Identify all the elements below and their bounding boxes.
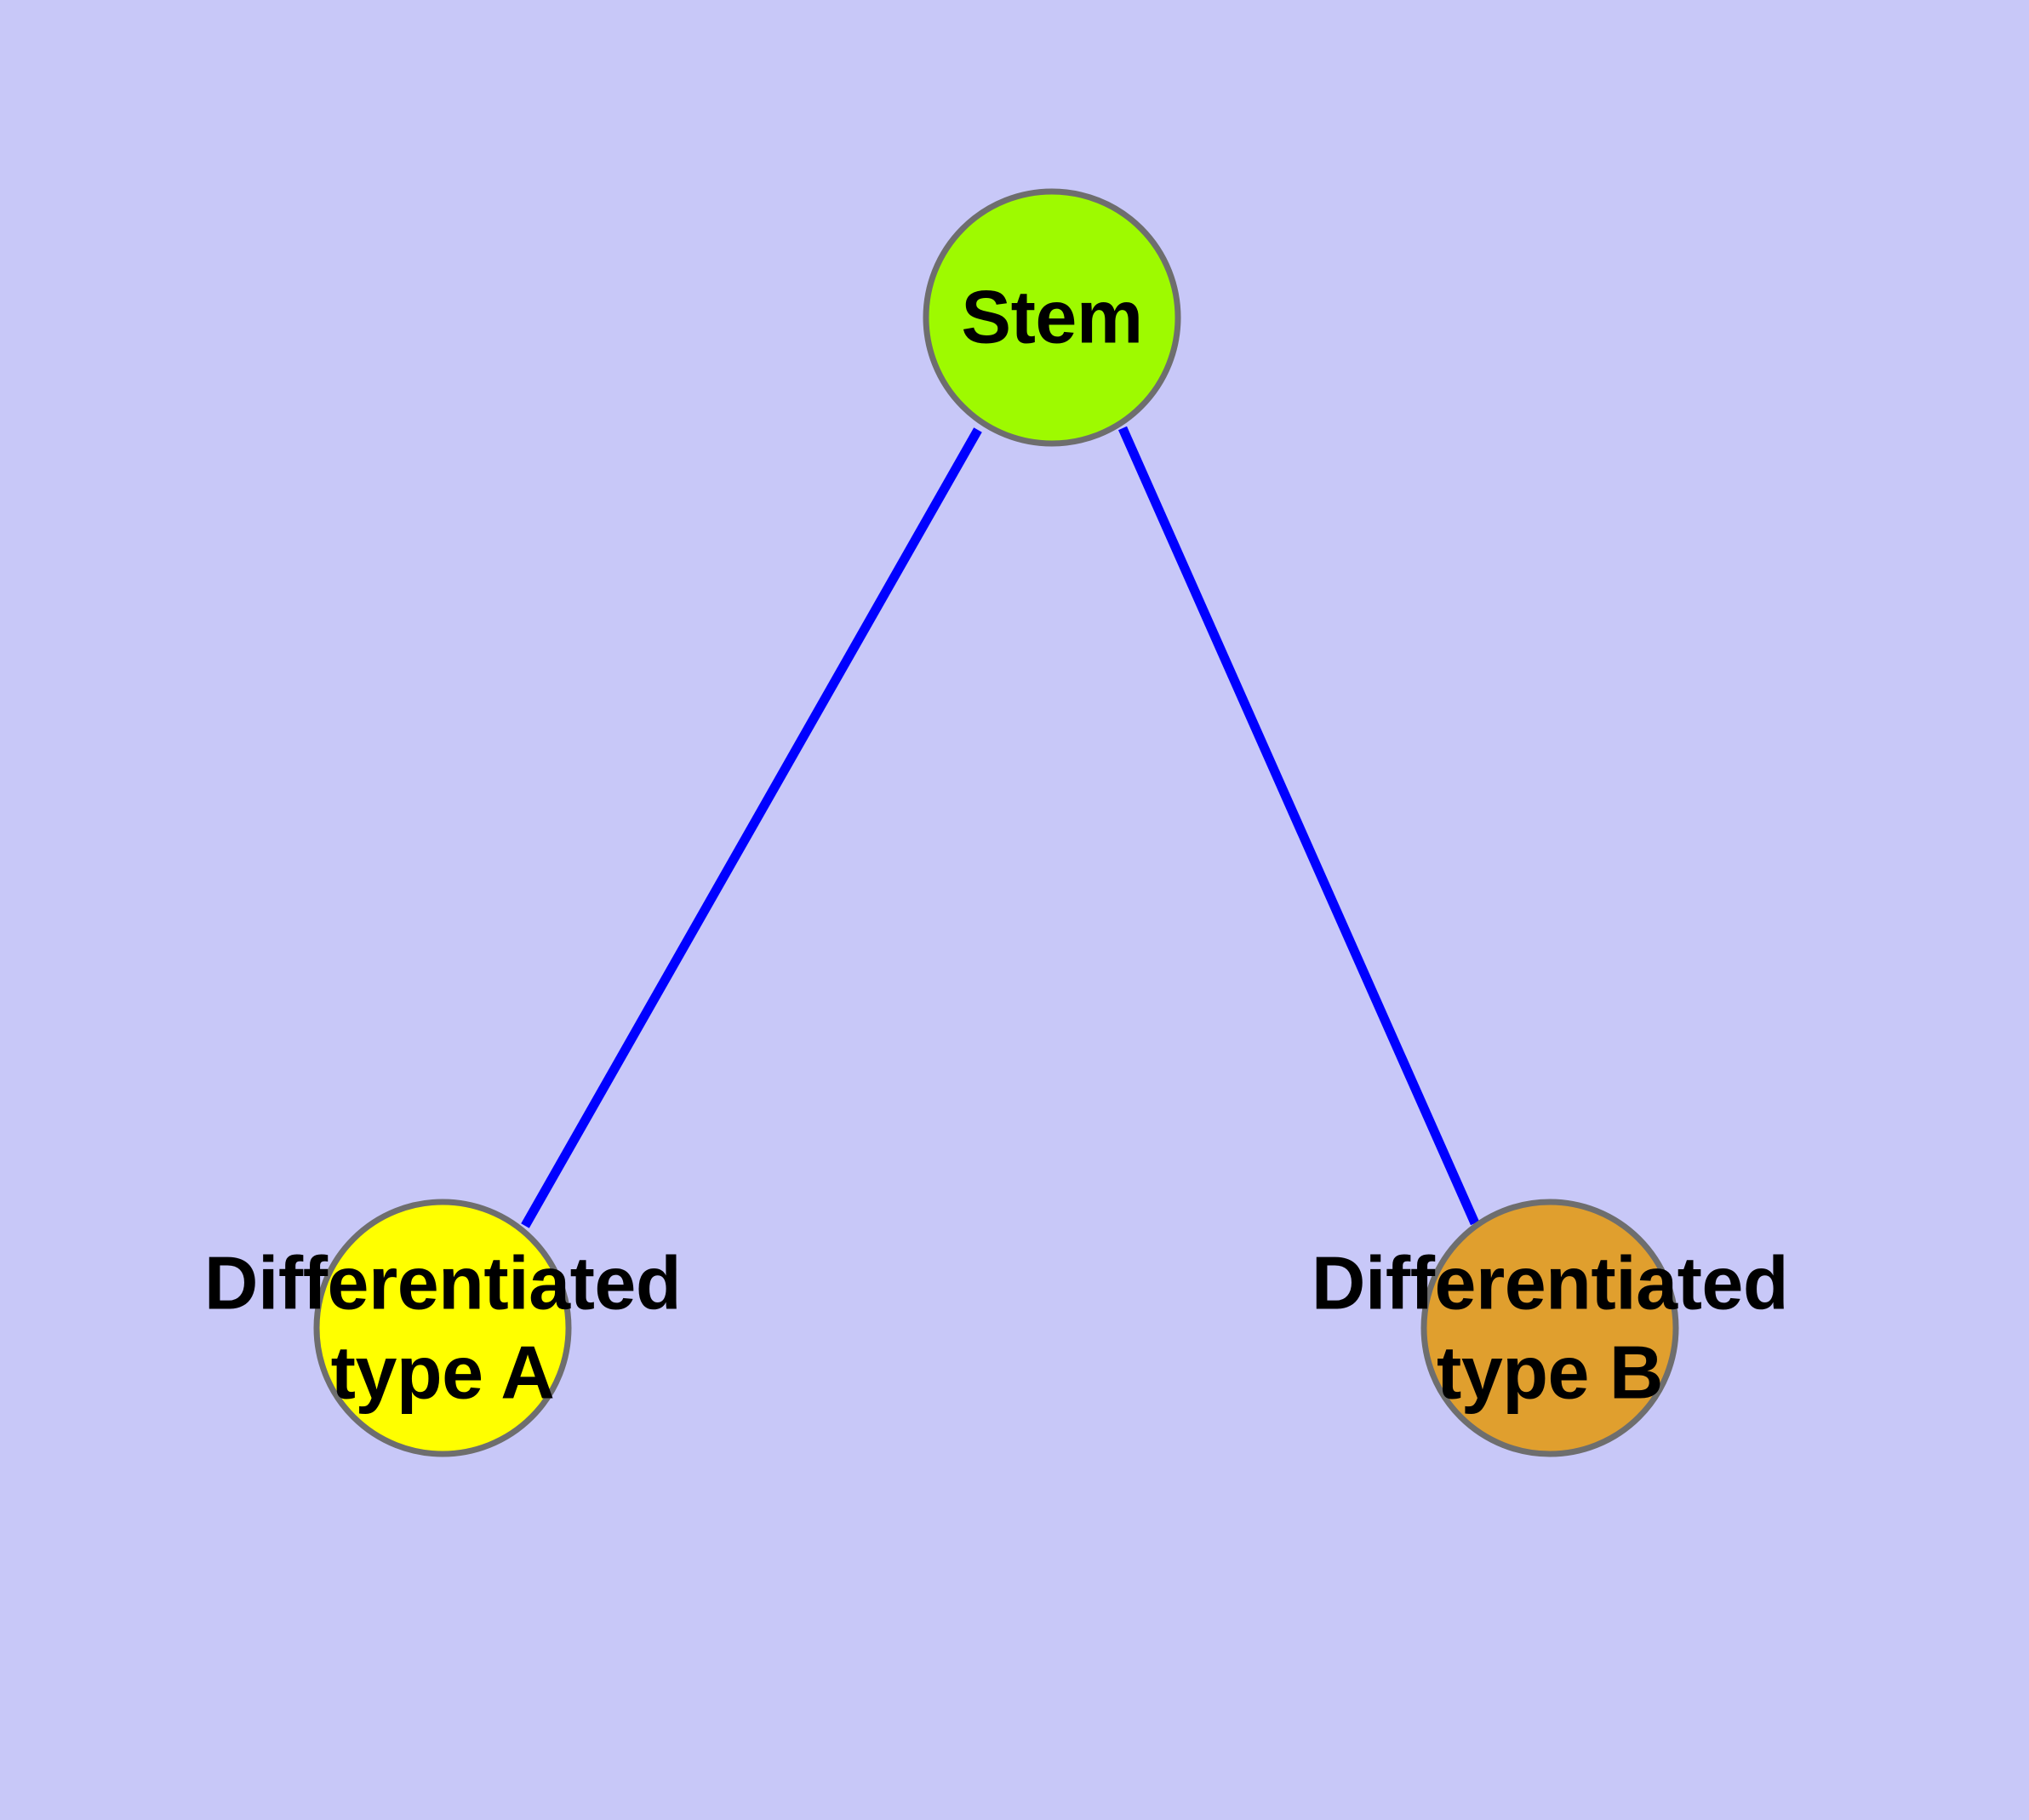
node-layer <box>313 188 1679 1457</box>
node-stem[interactable] <box>923 188 1181 447</box>
node-differentiated-type-b[interactable] <box>1420 1199 1679 1457</box>
edge-layer <box>521 426 1480 1228</box>
edge-stem-to-differentiated-type-b[interactable] <box>1117 426 1480 1226</box>
edge-stem-to-differentiated-type-a[interactable] <box>521 427 982 1228</box>
node-differentiated-type-a[interactable] <box>313 1199 572 1457</box>
